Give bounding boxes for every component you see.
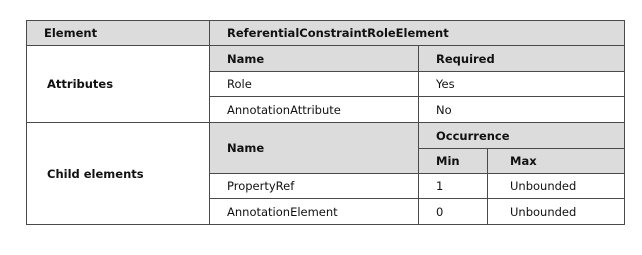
attribute-required: No <box>417 96 626 123</box>
attribute-name: Role <box>209 71 419 97</box>
attributes-header-row: Attributes Name Required <box>26 45 626 123</box>
attribute-name: AnnotationAttribute <box>209 96 419 123</box>
attributes-group-label: Attributes <box>26 45 210 123</box>
child-elements-name-header: Name <box>209 122 419 174</box>
attribute-required: Yes <box>417 71 626 97</box>
child-element-name: AnnotationElement <box>209 198 419 225</box>
child-element-row: AnnotationElement 0 Unbounded <box>27 198 626 225</box>
child-elements-subheader-row: Min Max <box>27 148 626 174</box>
child-elements-group-label: Child elements <box>26 122 210 225</box>
attributes-name-header: Name <box>209 45 419 72</box>
attributes-required-header: Required <box>417 45 626 72</box>
child-elements-header-row: Child elements Name Occurrence <box>26 122 626 225</box>
child-elements-occurrence-header: Occurrence <box>417 122 626 149</box>
child-elements-max-header: Max <box>486 148 626 174</box>
child-element-min: 1 <box>418 173 488 199</box>
child-element-min: 0 <box>418 198 488 225</box>
schema-table: Element ReferentialConstraintRoleElement… <box>26 20 626 225</box>
element-header-label: Element <box>26 20 210 46</box>
child-element-max: Unbounded <box>486 198 626 225</box>
child-element-name: PropertyRef <box>209 173 419 199</box>
table-header-row: Element ReferentialConstraintRoleElement <box>26 20 626 46</box>
element-header-value: ReferentialConstraintRoleElement <box>208 20 626 46</box>
child-element-max: Unbounded <box>486 173 626 199</box>
child-elements-min-header: Min <box>418 148 488 174</box>
attribute-row: Role Yes <box>27 71 626 97</box>
